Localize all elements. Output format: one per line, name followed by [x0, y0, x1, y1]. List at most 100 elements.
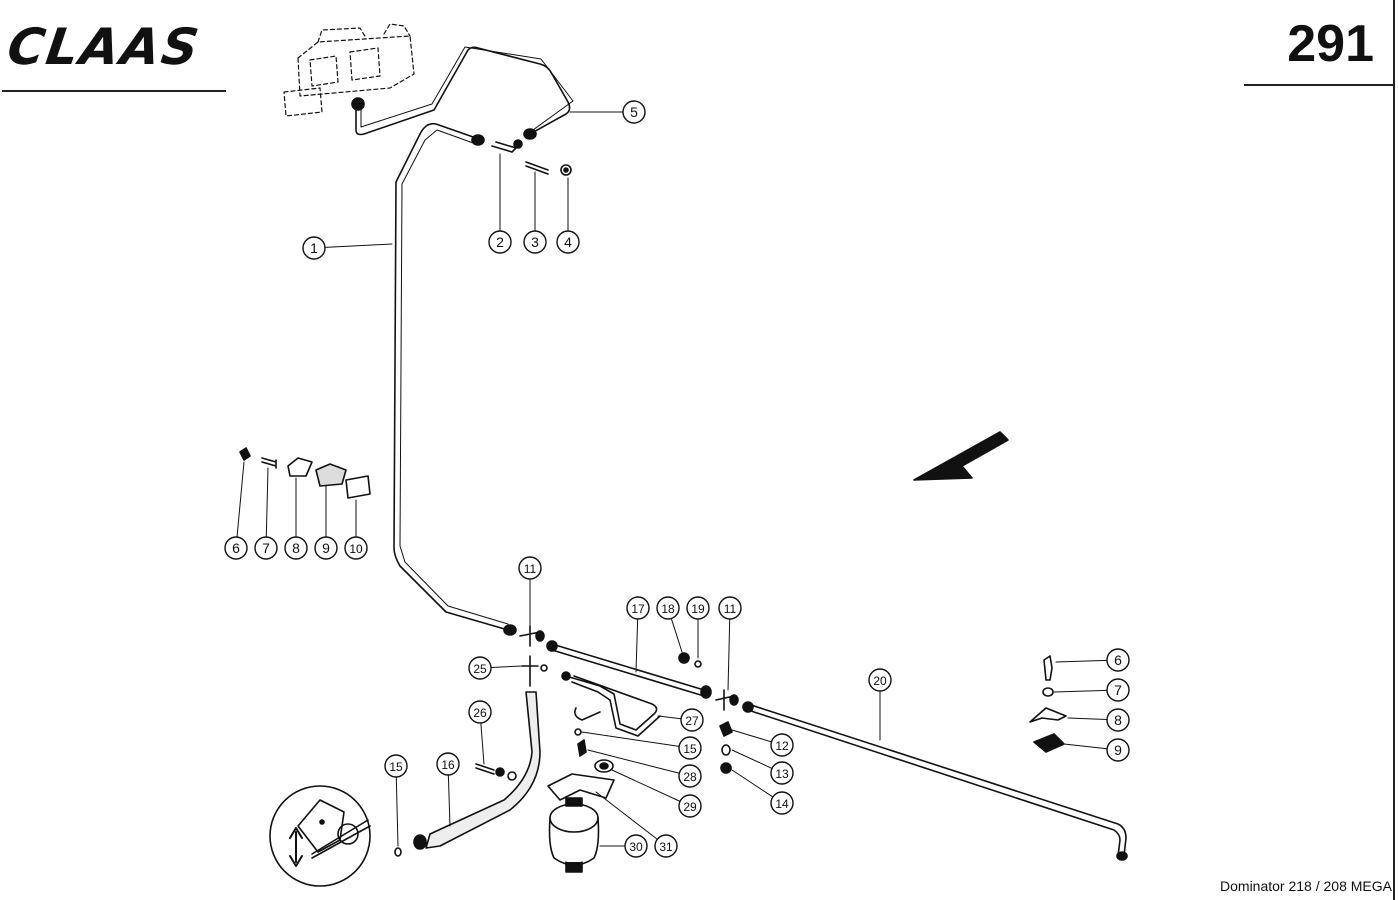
- callout-label: 25: [473, 662, 487, 676]
- callout-bubble: [656, 596, 680, 620]
- callout-label: 18: [661, 602, 675, 616]
- callout-bubble: [868, 668, 892, 692]
- callout-label: 15: [389, 760, 403, 774]
- callout-bubble: [686, 596, 710, 620]
- callout-8: 8: [284, 477, 308, 560]
- callout-bubble: [468, 700, 492, 724]
- callout-leader: [324, 243, 393, 248]
- callout-leader: [1063, 743, 1108, 750]
- callout-leader: [447, 774, 451, 827]
- accumulator-30: [548, 797, 600, 873]
- callout-bubble: [1106, 678, 1130, 702]
- callout-16: 16: [436, 752, 460, 827]
- callout-leader: [1067, 717, 1108, 721]
- callout-bubble: [436, 752, 460, 776]
- callout-label: 5: [630, 104, 638, 120]
- callout-label: 11: [724, 602, 737, 616]
- callout-label: 3: [531, 234, 539, 250]
- callout-6: 6: [224, 461, 248, 560]
- callout-30: 30: [599, 834, 648, 858]
- callout-bubble: [488, 230, 512, 254]
- callout-label: 17: [631, 602, 645, 616]
- callout-label: 4: [564, 234, 572, 250]
- callout-label: 16: [441, 758, 455, 772]
- callout-bubble: [1106, 708, 1130, 732]
- callout-label: 2: [496, 234, 504, 250]
- callout-bubble: [302, 236, 326, 260]
- callout-bubble: [624, 834, 648, 858]
- callout-11: 11: [518, 556, 542, 627]
- callout-label: 28: [683, 770, 697, 784]
- fitting-18: [678, 652, 690, 664]
- callout-17: 17: [626, 596, 650, 673]
- callout-leader: [731, 749, 773, 769]
- callout-label: 6: [1114, 652, 1122, 668]
- callout-9: 9: [314, 485, 338, 560]
- callout-bubble: [523, 230, 547, 254]
- callout-leader: [587, 749, 680, 774]
- callout-leader: [265, 467, 269, 538]
- callout-18: 18: [656, 596, 683, 653]
- callout-label: 10: [349, 542, 363, 556]
- callout-19: 19: [686, 596, 710, 659]
- callout-leader: [657, 715, 682, 720]
- callout-bubble: [284, 536, 308, 560]
- callout-leader: [670, 617, 683, 653]
- callout-leader: [490, 665, 523, 668]
- callout-leader: [727, 618, 731, 691]
- callout-31: 31: [595, 791, 678, 858]
- bracket-31: [547, 773, 615, 801]
- bolt-26: [475, 763, 495, 775]
- callout-11: 11: [718, 596, 742, 691]
- callout-9: 9: [1063, 738, 1130, 762]
- callout-bubble: [314, 536, 338, 560]
- callout-25: 25: [468, 656, 523, 680]
- valve-block: [283, 23, 415, 117]
- callout-leader: [1055, 659, 1108, 663]
- callout-bubble: [678, 794, 702, 818]
- callout-label: 6: [232, 540, 240, 556]
- callout-label: 15: [683, 742, 697, 756]
- callout-label: 31: [659, 840, 673, 854]
- callout-bubble: [680, 708, 704, 732]
- hose-16: [425, 691, 541, 849]
- mounting-parts-left: [239, 447, 371, 499]
- header-rule-right: [1244, 84, 1394, 86]
- callout-1: 1: [302, 236, 393, 260]
- tee-fitting-11-left: [519, 625, 545, 647]
- pipe-5-fitting: [351, 97, 365, 111]
- direction-arrow: [913, 431, 1009, 481]
- callout-26: 26: [468, 700, 492, 765]
- callout-2: 2: [488, 153, 512, 254]
- callout-20: 20: [868, 668, 892, 741]
- callout-label: 26: [473, 706, 487, 720]
- callout-13: 13: [731, 749, 794, 785]
- callout-3: 3: [523, 171, 547, 254]
- tee-fitting-11-right: [715, 689, 739, 711]
- pipe-20: [747, 703, 1127, 857]
- callout-12: 12: [731, 729, 794, 757]
- callout-14: 14: [731, 769, 794, 815]
- page-number: 291: [1287, 15, 1374, 73]
- model-footer: Dominator 218 / 208 MEGA: [1220, 878, 1392, 894]
- callout-bubble: [678, 736, 702, 760]
- callout-bubble: [770, 761, 794, 785]
- callout-7: 7: [1053, 678, 1130, 702]
- callout-bubble: [678, 764, 702, 788]
- callout-bubble: [1106, 648, 1130, 672]
- detail-inset: [269, 785, 371, 887]
- callout-label: 7: [262, 540, 270, 556]
- callout-7: 7: [254, 467, 278, 560]
- callout-bubble: [622, 100, 646, 124]
- callout-15: 15: [384, 754, 408, 847]
- seal-19: [694, 660, 702, 668]
- callout-label: 20: [873, 674, 887, 688]
- callout-label: 11: [524, 562, 537, 576]
- callout-leader: [1053, 689, 1108, 693]
- callout-bubble: [770, 733, 794, 757]
- callout-leader: [395, 776, 399, 847]
- callout-label: 14: [775, 797, 789, 811]
